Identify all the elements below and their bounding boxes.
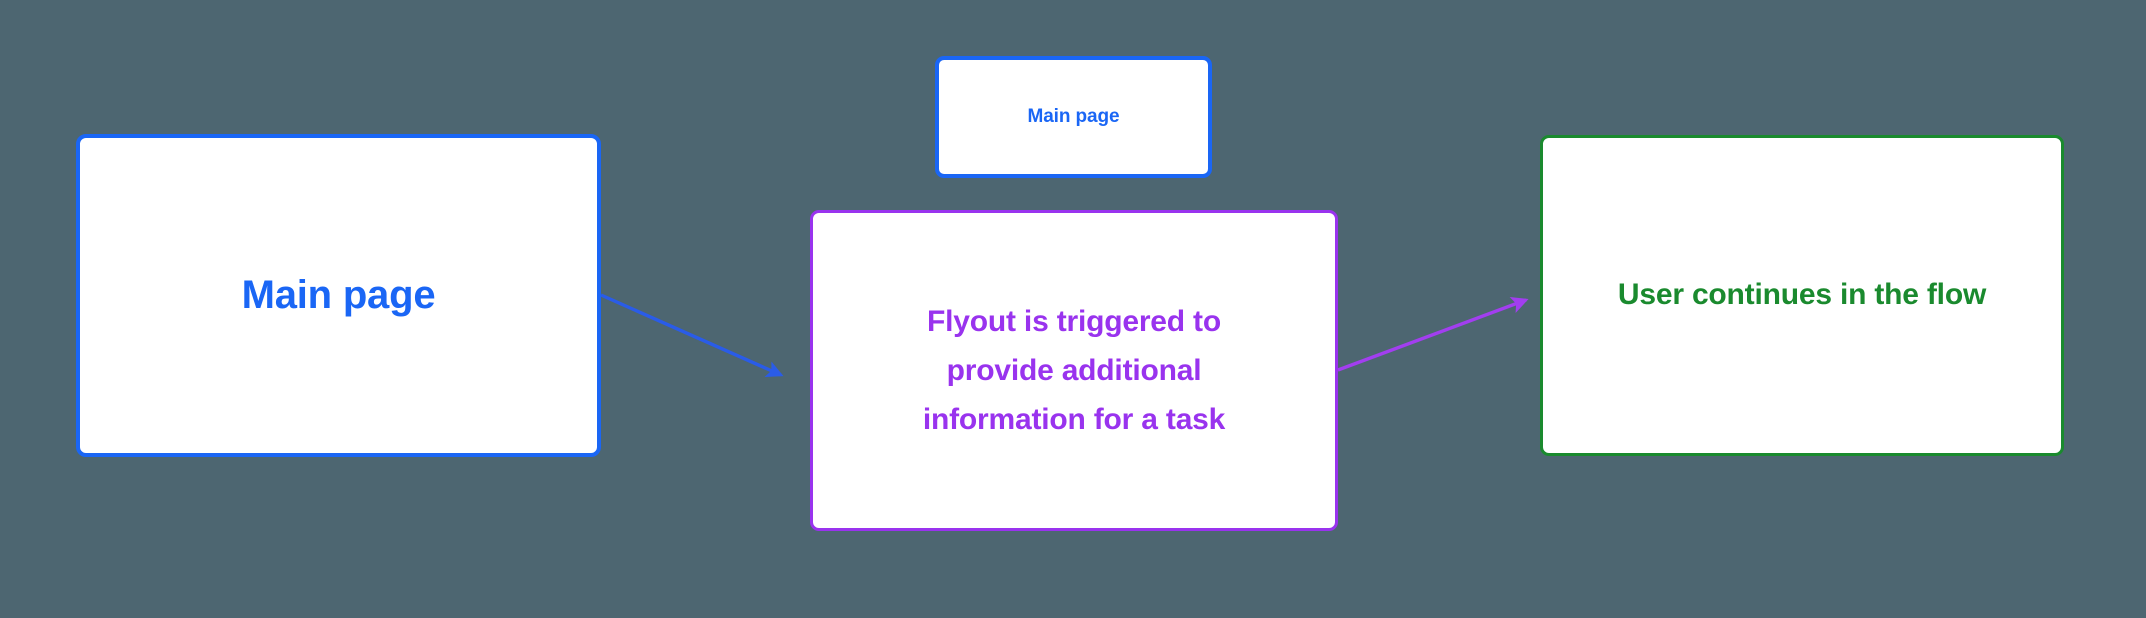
node-user-continues-label: User continues in the flow bbox=[1617, 278, 1987, 312]
node-main-page-small[interactable]: Main page bbox=[935, 56, 1212, 178]
node-flyout-label: Flyout is triggered to provide additiona… bbox=[922, 305, 1226, 436]
node-main-page-large[interactable]: Main page bbox=[76, 134, 601, 457]
node-main-page-small-label: Main page bbox=[1027, 106, 1120, 128]
edge-main-page-to-flyout bbox=[600, 293, 784, 377]
node-flyout[interactable]: Flyout is triggered to provide additiona… bbox=[810, 210, 1338, 531]
node-user-continues[interactable]: User continues in the flow bbox=[1540, 135, 2064, 456]
edge-flyout-to-user-continues bbox=[1337, 297, 1529, 372]
node-main-page-large-label: Main page bbox=[241, 273, 436, 318]
